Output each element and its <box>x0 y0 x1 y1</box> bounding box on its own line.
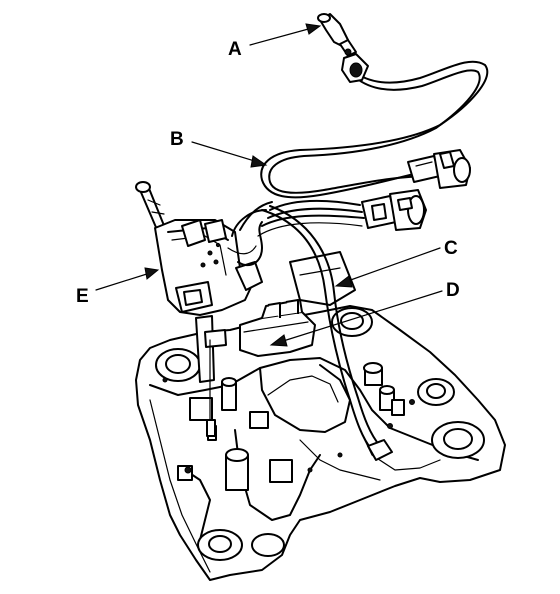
bulb-socket-a <box>317 13 369 83</box>
shifter-base-housing <box>135 305 506 581</box>
connector-bracket-d <box>239 299 316 357</box>
cable-c <box>261 205 393 461</box>
callout-a-label: A <box>228 39 242 60</box>
callout-d-label: D <box>446 280 460 301</box>
callout-leaders <box>95 23 443 347</box>
callout-c-label: C <box>444 238 458 259</box>
callout-e-label: E <box>76 286 89 307</box>
interlock-solenoid-e <box>135 181 263 437</box>
callout-b-label: B <box>170 129 184 150</box>
harness-connector-lower <box>361 189 427 231</box>
wire-harness-b <box>227 60 489 267</box>
harness-connector-upper <box>407 149 471 189</box>
